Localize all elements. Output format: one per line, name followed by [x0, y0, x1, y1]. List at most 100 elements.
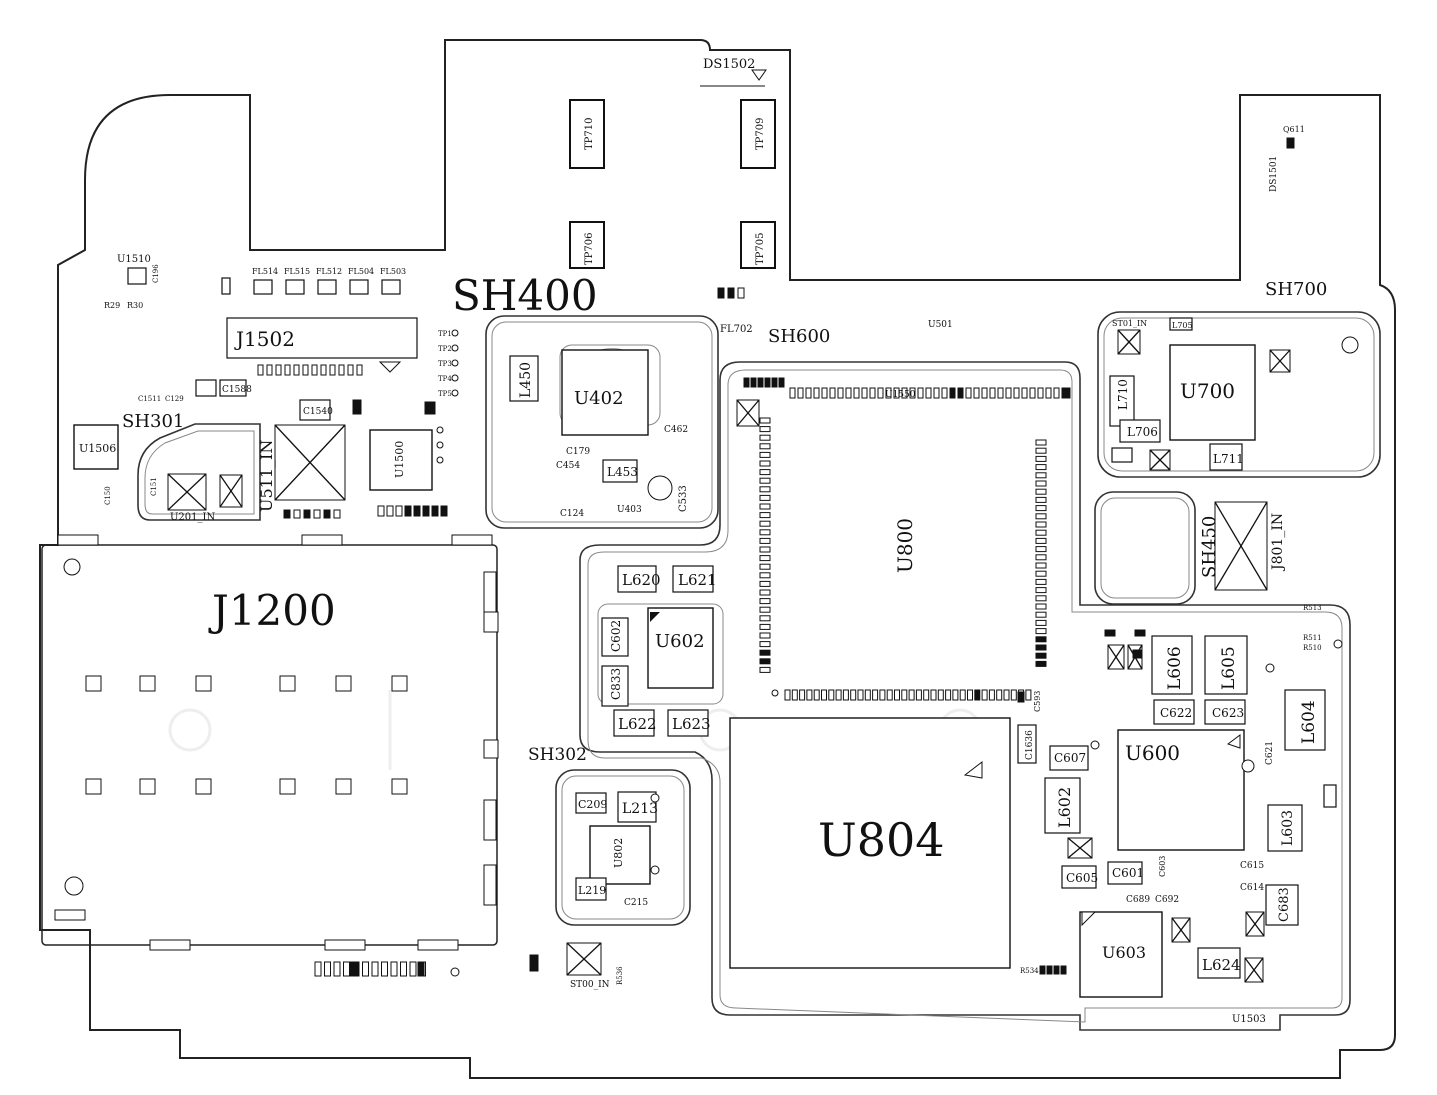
label-c1588: C1588 [222, 385, 252, 395]
smd-pad [1021, 387, 1028, 399]
smd-pad [952, 689, 959, 701]
label-l623: L623 [672, 715, 711, 733]
label-u402: U402 [574, 388, 624, 409]
smd-pad [759, 649, 771, 656]
smd-pad [759, 417, 771, 424]
label-tp3: TP3 [438, 360, 452, 368]
passive-bodies [127, 267, 1337, 979]
smd-pad [917, 387, 924, 399]
chip-u1500-body [369, 429, 433, 491]
smd-pad [759, 529, 771, 536]
label-r511: R511 [1303, 634, 1322, 642]
smd-pad [1132, 649, 1142, 659]
chip-u1506-body [73, 424, 119, 470]
label-c1636: C1636 [1025, 730, 1035, 760]
label-fl514: FL514 [252, 267, 278, 276]
smd-pad [324, 961, 331, 977]
smd-pad [1035, 595, 1047, 602]
smd-pad [945, 689, 952, 701]
label-tp1: TP1 [438, 330, 452, 338]
label-r29: R29 [104, 301, 120, 310]
smd-pad [885, 387, 892, 399]
label-l602: L602 [1055, 787, 1074, 828]
smd-pad [1046, 965, 1053, 975]
smd-pad [759, 632, 771, 639]
smd-pad [717, 287, 725, 299]
label-u603: U603 [1102, 943, 1146, 962]
smd-pad [1035, 505, 1047, 512]
smd-pad [529, 954, 539, 972]
smd-pad [759, 503, 771, 510]
label-c215: C215 [624, 898, 648, 908]
label-c601: C601 [1112, 866, 1144, 880]
label-tp705: TP705 [755, 233, 766, 266]
label-c622: C622 [1160, 706, 1192, 720]
smd-pad [381, 961, 388, 977]
label-c603: C603 [1158, 856, 1167, 877]
smd-pad [257, 364, 264, 376]
label-l620: L620 [622, 571, 661, 589]
smd-pad [750, 377, 757, 388]
smd-pad [813, 689, 820, 701]
smd-pad [323, 509, 331, 519]
label-tp4: TP4 [438, 375, 452, 383]
smd-pad [759, 520, 771, 527]
smd-pad [759, 598, 771, 605]
smd-pad [313, 509, 321, 519]
label-ds1502: DS1502 [703, 57, 755, 72]
smd-pad [1035, 611, 1047, 618]
smd-pad [759, 589, 771, 596]
label-c689: C689 [1126, 895, 1150, 905]
smd-pad [988, 689, 995, 701]
label-c462: C462 [664, 425, 688, 435]
smd-pad [737, 287, 745, 299]
smd-pad [1035, 587, 1047, 594]
label-l213: L213 [622, 801, 658, 817]
smd-pad [1035, 537, 1047, 544]
smd-pad [320, 364, 327, 376]
u800-pad-ring [759, 387, 1060, 701]
label-l705: L705 [1172, 321, 1193, 330]
smd-pad [1035, 480, 1047, 487]
label-tp706: TP706 [584, 233, 595, 266]
label-c602: C602 [609, 620, 623, 652]
label-c692: C692 [1155, 895, 1179, 905]
smd-pad [857, 689, 864, 701]
label-r510: R510 [1303, 644, 1322, 652]
smd-pad [409, 961, 417, 977]
smd-pad [845, 387, 852, 399]
label-j801-in: J801_IN [1270, 513, 1286, 572]
label-l450: L450 [518, 362, 534, 398]
smd-pad [759, 606, 771, 613]
smd-pad [314, 961, 322, 977]
connector-j1502-body [226, 317, 418, 373]
smd-pad [1053, 387, 1060, 399]
smd-pad [759, 460, 771, 467]
label-sh400: SH400 [452, 271, 598, 320]
smd-pad [284, 364, 291, 376]
smd-pad [759, 451, 771, 458]
smd-pad [757, 377, 764, 388]
label-l606: L606 [1165, 646, 1185, 690]
label-c605: C605 [1066, 871, 1098, 885]
smd-pad [1005, 387, 1012, 399]
smd-pad [759, 555, 771, 562]
smd-pad [1035, 455, 1047, 462]
smd-pad [1035, 660, 1047, 667]
smd-pad [805, 387, 812, 399]
smd-pad [1035, 578, 1047, 585]
label-c1540: C1540 [303, 407, 333, 417]
smd-pad [996, 689, 1003, 701]
label-c129: C129 [165, 395, 184, 403]
smd-pad [835, 689, 842, 701]
smd-pad [974, 689, 981, 701]
smd-pad [901, 387, 908, 399]
label-r534: R534 [1020, 967, 1039, 975]
smd-pad [390, 961, 398, 977]
chip-u600-body [1117, 729, 1245, 851]
chip-u700-body [1169, 344, 1256, 441]
smd-pad [417, 961, 425, 977]
smd-pad [1035, 521, 1047, 528]
label-l711: L711 [1213, 452, 1244, 466]
smd-pad [333, 509, 341, 519]
